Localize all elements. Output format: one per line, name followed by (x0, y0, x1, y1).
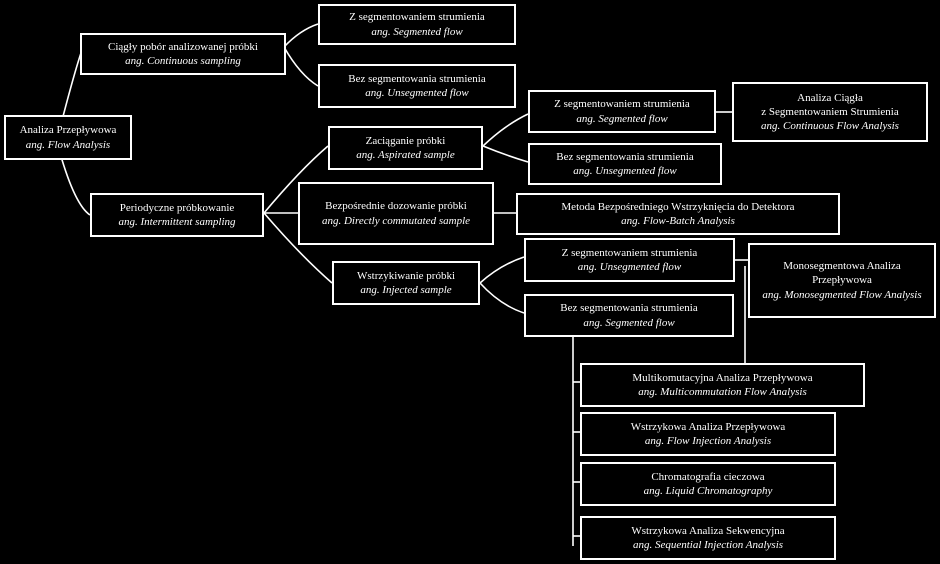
inj-segmented-pl-label: Z segmentowaniem strumienia (561, 246, 698, 259)
aspirated-segmented-node: Z segmentowaniem strumienia ang. Segment… (528, 90, 716, 133)
root-pl-label: Analiza Przepływowa (19, 124, 117, 137)
flow-batch-analysis-node: Metoda Bezpośredniego Wstrzyknięcia do D… (516, 193, 840, 235)
fba-en-label: ang. Flow-Batch Analysis (621, 215, 735, 227)
sia-pl-label: Wstrzykowa Analiza Sekwencyjna (631, 524, 785, 537)
cont-segmented-pl-label: Z segmentowaniem strumienia (349, 11, 485, 24)
continuous-en-label: ang. Continuous sampling (125, 55, 241, 67)
fia-pl-label: Wstrzykowa Analiza Przepływowa (630, 420, 786, 433)
asp-segmented-pl-label: Z segmentowaniem strumienia (554, 98, 690, 111)
liquid-chromatography-node: Chromatografia cieczowa ang. Liquid Chro… (580, 462, 836, 506)
cont-unsegmented-en-label: ang. Unsegmented flow (365, 87, 469, 99)
cfa-pl-label-1: Analiza Ciągła (797, 91, 863, 104)
cfa-pl-label-2: z Segmentowaniem Strumienia (761, 105, 899, 118)
mcfa-pl-label: Multikomutacyjna Analiza Przepływowa (632, 371, 813, 384)
inj-unsegmented-pl-label: Bez segmentowania strumienia (560, 302, 698, 315)
lc-pl-label: Chromatografia cieczowa (651, 470, 765, 483)
aspirated-en-label: ang. Aspirated sample (356, 149, 455, 161)
cont-unsegmented-pl-label: Bez segmentowania strumienia (348, 72, 486, 85)
mono-pl-label: Monosegmentowa Analiza Przepływowa (783, 260, 901, 287)
asp-segmented-en-label: ang. Segmented flow (576, 112, 668, 125)
monosegmented-flow-analysis-node: Monosegmentowa Analiza Przepływowa ang. … (748, 243, 936, 318)
root-en-label: ang. Flow Analysis (25, 138, 111, 151)
continuous-unsegmented-node: Bez segmentowania strumienia ang. Unsegm… (318, 64, 516, 108)
aspirated-unsegmented-node: Bez segmentowania strumienia ang. Unsegm… (528, 143, 722, 185)
intermittent-en-label: ang. Intermittent sampling (118, 216, 236, 228)
continuous-pl-label: Ciągły pobór analizowanej próbki (108, 40, 258, 53)
injected-sample-node: Wstrzykiwanie próbki ang. Injected sampl… (332, 261, 480, 305)
cont-segmented-en-label: ang. Segmented flow (371, 25, 463, 38)
fia-en-label: ang. Flow Injection Analysis (644, 435, 772, 447)
continuous-flow-analysis-node: Analiza Ciągła z Segmentowaniem Strumien… (732, 82, 928, 142)
continuous-segmented-node: Z segmentowaniem strumienia ang. Segment… (318, 4, 516, 45)
injected-segmented-node: Z segmentowaniem strumienia ang. Unsegme… (524, 238, 735, 282)
injected-unsegmented-node: Bez segmentowania strumienia ang. Segmen… (524, 294, 734, 337)
injected-pl-label: Wstrzykiwanie próbki (356, 269, 456, 282)
root-flow-analysis: Analiza Przepływowa ang. Flow Analysis (4, 115, 132, 160)
sia-en-label: ang. Sequential Injection Analysis (632, 539, 784, 551)
fba-pl-label: Metoda Bezpośredniego Wstrzyknięcia do D… (561, 200, 795, 213)
multicommutation-flow-analysis-node: Multikomutacyjna Analiza Przepływowa ang… (580, 363, 865, 407)
inj-segmented-en-label: ang. Unsegmented flow (577, 261, 682, 273)
intermittent-pl-label: Periodyczne próbkowanie (119, 201, 235, 214)
direct-commutated-node: Bezpośrednie dozowanie próbki ang. Direc… (298, 182, 494, 245)
injected-en-label: ang. Injected sample (360, 284, 452, 296)
mcfa-en-label: ang. Multicommutation Flow Analysis (638, 386, 807, 398)
asp-unsegmented-en-label: ang. Unsegmented flow (573, 165, 677, 177)
aspirated-pl-label: Zaciąganie próbki (365, 134, 446, 147)
flow-injection-analysis-node: Wstrzykowa Analiza Przepływowa ang. Flow… (580, 412, 836, 456)
aspirated-sample-node: Zaciąganie próbki ang. Aspirated sample (328, 126, 483, 170)
direct-en-label: ang. Directly commutated sample (321, 214, 471, 227)
lc-en-label: ang. Liquid Chromatography (643, 485, 773, 497)
cfa-en-label: ang. Continuous Flow Analysis (761, 120, 899, 133)
continuous-sampling-node: Ciągły pobór analizowanej próbki ang. Co… (80, 33, 286, 75)
inj-unsegmented-en-label: ang. Segmented flow (583, 316, 675, 329)
asp-unsegmented-pl-label: Bez segmentowania strumienia (556, 150, 694, 163)
sequential-injection-analysis-node: Wstrzykowa Analiza Sekwencyjna ang. Sequ… (580, 516, 836, 560)
intermittent-sampling-node: Periodyczne próbkowanie ang. Intermitten… (90, 193, 264, 237)
direct-pl-label: Bezpośrednie dozowanie próbki (325, 200, 467, 213)
mono-en-label: ang. Monosegmented Flow Analysis (762, 288, 922, 301)
